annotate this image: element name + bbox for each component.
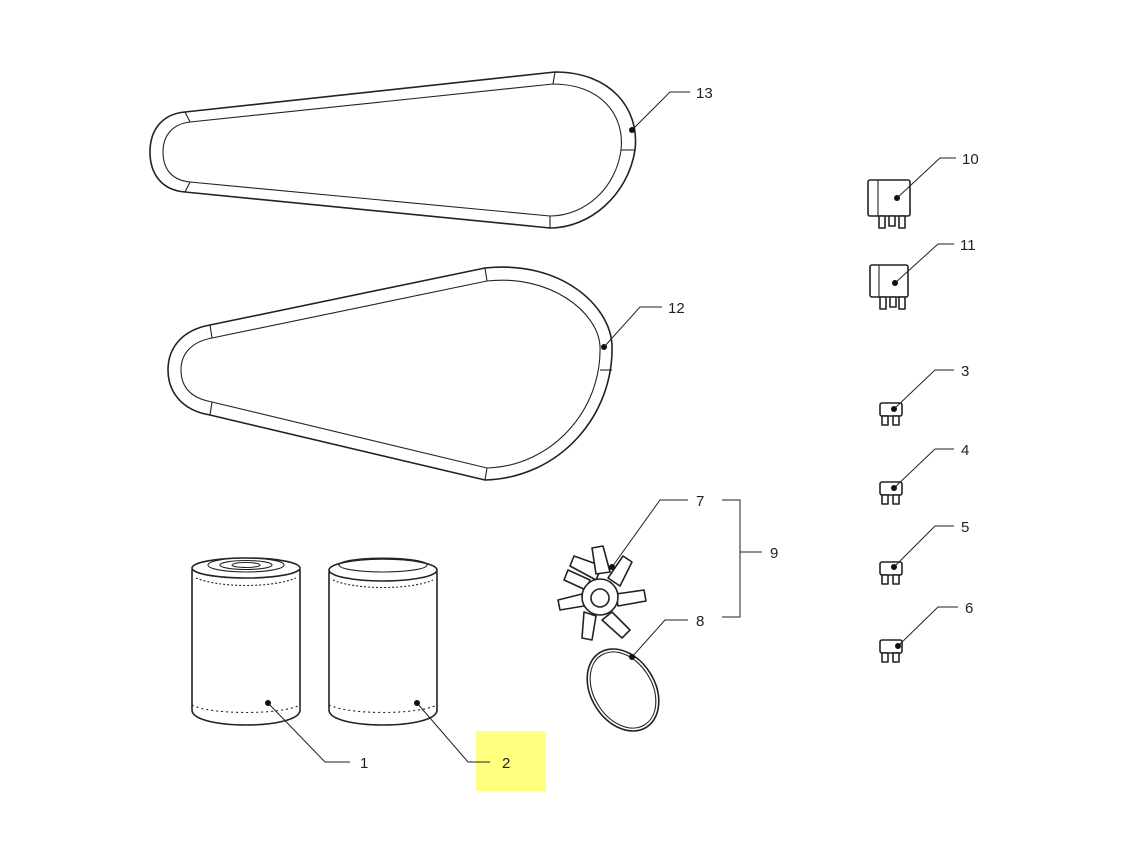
impeller-7 bbox=[557, 545, 647, 641]
callout-4: 4 bbox=[961, 442, 969, 459]
filter-1 bbox=[191, 557, 301, 726]
o-ring-8 bbox=[586, 648, 660, 732]
callout-1: 1 bbox=[360, 755, 368, 772]
fuse-4 bbox=[879, 481, 903, 505]
callout-7: 7 bbox=[696, 493, 704, 510]
callout-11: 11 bbox=[960, 237, 976, 254]
callout-highlight bbox=[476, 731, 546, 791]
callout-10: 10 bbox=[962, 151, 979, 168]
belt-12 bbox=[167, 266, 613, 481]
callout-8: 8 bbox=[696, 613, 704, 630]
fuse-3 bbox=[879, 402, 903, 426]
callout-labels: 13 12 10 11 3 4 5 6 7 8 9 1 2 bbox=[360, 85, 979, 772]
fuse-5 bbox=[879, 561, 903, 585]
relay-11 bbox=[869, 264, 909, 310]
fuse-6 bbox=[879, 639, 903, 663]
callout-3: 3 bbox=[961, 363, 969, 380]
callout-9: 9 bbox=[770, 545, 778, 562]
callout-6: 6 bbox=[965, 600, 973, 617]
callout-2: 2 bbox=[502, 755, 510, 772]
callout-13: 13 bbox=[696, 85, 713, 102]
callout-5: 5 bbox=[961, 519, 969, 536]
filter-2 bbox=[328, 557, 438, 726]
relay-10 bbox=[867, 179, 911, 229]
belt-13 bbox=[149, 71, 637, 229]
leader-lines bbox=[265, 91, 958, 763]
callout-12: 12 bbox=[668, 300, 685, 317]
